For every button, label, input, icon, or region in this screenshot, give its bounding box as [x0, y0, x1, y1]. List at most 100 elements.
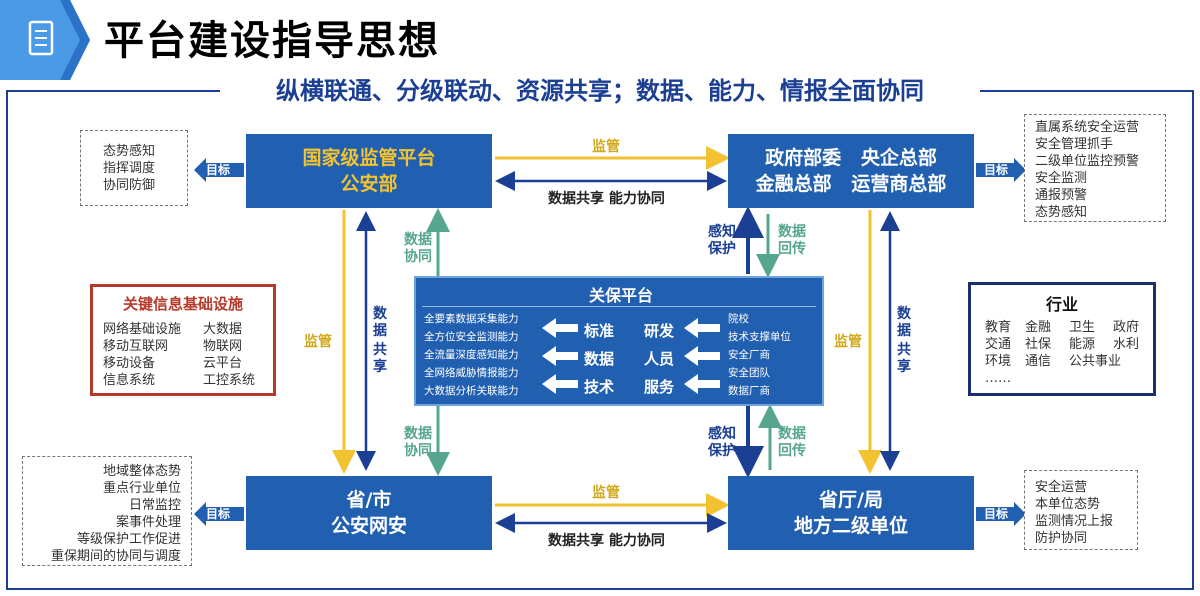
edge-sense-protect-bottom: 感知保护	[708, 426, 736, 459]
edge-sense-protect-top: 感知保护	[708, 224, 736, 257]
node-provincial-police-line1: 省/市	[346, 489, 392, 511]
goal-arrow-bottom-left: 目标	[194, 500, 244, 528]
goal-item: 重点行业单位	[102, 481, 181, 496]
industry-item: 交通	[985, 337, 1012, 352]
center-partners: 院校 技术支撑单位 安全厂商 安全团队 数据厂商	[728, 310, 791, 400]
edge-data-return-top: 数据回传	[778, 224, 806, 257]
middle-right-0: 研发	[644, 322, 675, 340]
edge-data-share-right: 数据 共享	[897, 306, 911, 375]
middle-left-0: 标准	[584, 322, 615, 340]
goal-item: 安全运营	[1035, 480, 1088, 495]
industry-item: 水利	[1113, 337, 1140, 352]
industry-more: ……	[985, 371, 1011, 386]
key-infra-item: 云平台	[203, 356, 243, 371]
goal-item: 态势感知	[103, 144, 156, 159]
middle-left-2: 技术	[584, 378, 615, 396]
node-provincial-dept: 省厅/局 地方二级单位	[728, 476, 974, 550]
edge-data-collab-top: 数据协同	[404, 232, 432, 265]
edge-supervise-top: 监管	[592, 139, 620, 155]
industry-item: 卫生	[1069, 320, 1096, 335]
key-infra-item: 移动互联网	[103, 339, 169, 354]
goal-item: 指挥调度	[103, 161, 156, 176]
node-national-line1: 国家级监管平台	[302, 147, 436, 169]
industry-item: 通信	[1025, 354, 1052, 369]
goal-label: 目标	[206, 507, 231, 521]
goal-box-top-left: 态势感知 指挥调度 协同防御	[80, 130, 188, 206]
middle-left-1: 数据	[584, 350, 615, 368]
edge-supervise-bottom: 监管	[592, 485, 620, 501]
industry-grid: 教育金融 卫生 政府 交通社保 能源 水利 环境通信 公共事业 ……	[985, 319, 1139, 387]
ability-item: 全方位安全监测能力	[424, 331, 519, 343]
key-infra-item: 物联网	[203, 339, 243, 354]
goal-item: 本单位态势	[1035, 497, 1101, 512]
node-ministry-line2: 金融总部 运营商总部	[755, 173, 947, 195]
industry-row: 交通社保 能源 水利	[985, 336, 1139, 353]
industry-item: 政府	[1113, 320, 1140, 335]
industry-item: 能源	[1069, 337, 1096, 352]
industry-item: 社保	[1025, 337, 1052, 352]
goal-box-bottom-left: 地域整体态势 重点行业单位 日常监控 案事件处理 等级保护工作促进 重保期间的协…	[22, 456, 192, 566]
goal-item: 通报预警	[1035, 188, 1088, 203]
partner-item: 安全厂商	[728, 349, 770, 361]
industry-item: 金融	[1025, 320, 1052, 335]
goal-label: 目标	[984, 507, 1009, 521]
goal-arrow-top-right: 目标	[976, 156, 1026, 184]
goal-arrow-bottom-right: 目标	[976, 500, 1026, 528]
goal-arrow-top-left: 目标	[194, 156, 244, 184]
edge-data-return-bottom: 数据回传	[778, 426, 806, 459]
right-left-arrows-icon	[684, 318, 720, 394]
header-icon	[0, 0, 90, 80]
goal-item: 等级保护工作促进	[76, 532, 181, 547]
industry-title: 行业	[1045, 295, 1078, 314]
node-provincial-dept-line1: 省厅/局	[819, 489, 883, 511]
industry-item: 公共事业	[1069, 354, 1122, 369]
ability-item: 大数据分析关联能力	[424, 385, 519, 397]
key-infra-title: 关键信息基础设施	[122, 295, 243, 313]
edge-supervise-left: 监管	[304, 334, 332, 350]
key-infra-col2: 大数据 物联网 云平台 工控系统	[203, 321, 255, 389]
partner-item: 院校	[728, 313, 749, 325]
goal-item: 直属系统安全运营	[1035, 120, 1140, 135]
center-title-divider	[422, 306, 816, 307]
center-platform: 关保平台 全要素数据采集能力 全方位安全监测能力 全流量深度感知能力 全网络威胁…	[414, 276, 824, 406]
node-national-line2: 公安部	[340, 173, 398, 195]
node-ministry-line1: 政府部委 央企总部	[765, 147, 937, 169]
node-provincial-dept-line2: 地方二级单位	[793, 515, 908, 537]
industry-row: 环境通信 公共事业	[985, 353, 1139, 370]
ability-item: 全要素数据采集能力	[424, 313, 519, 325]
node-national-platform: 国家级监管平台 公安部	[246, 134, 492, 208]
center-platform-title: 关保平台	[588, 286, 653, 305]
industry-row: 教育金融 卫生 政府	[985, 319, 1139, 336]
key-infra-col1: 网络基础设施 移动互联网 移动设备 信息系统	[103, 321, 181, 389]
goal-label: 目标	[984, 163, 1009, 177]
goal-item: 二级单位监控预警	[1035, 154, 1140, 169]
middle-right-2: 服务	[644, 378, 675, 396]
node-provincial-police: 省/市 公安网安	[246, 476, 492, 550]
industry-item: 环境	[985, 354, 1012, 369]
node-provincial-police-line2: 公安网安	[330, 515, 407, 537]
industry-item: 教育	[985, 320, 1012, 335]
edge-data-share-top: 数据共享 能力协同	[548, 191, 665, 207]
goal-item: 地域整体态势	[102, 464, 181, 479]
partner-item: 技术支撑单位	[728, 331, 791, 343]
center-abilities: 全要素数据采集能力 全方位安全监测能力 全流量深度感知能力 全网络威胁情报能力 …	[424, 310, 519, 400]
goal-item: 协同防御	[103, 178, 156, 193]
goal-item: 重保期间的协同与调度	[50, 549, 181, 564]
key-infra-item: 工控系统	[203, 373, 256, 388]
edge-data-share-left: 数据 共享	[373, 306, 387, 375]
key-infra-item: 大数据	[203, 322, 243, 337]
edge-data-share-bottom: 数据共享 能力协同	[548, 533, 665, 549]
goal-item: 日常监控	[128, 498, 181, 513]
goal-item: 监测情况上报	[1035, 514, 1114, 529]
goal-item: 案事件处理	[115, 515, 181, 530]
edge-supervise-right: 监管	[834, 334, 862, 350]
key-infra-item: 信息系统	[103, 373, 156, 388]
key-infra-item: 移动设备	[103, 356, 156, 371]
goal-item: 防护协同	[1035, 531, 1088, 546]
page-title: 平台建设指导思想	[104, 18, 440, 64]
key-infra-box: 关键信息基础设施 网络基础设施 移动互联网 移动设备 信息系统 大数据 物联网 …	[90, 284, 276, 396]
partner-item: 数据厂商	[728, 385, 770, 397]
goal-box-bottom-right: 安全运营 本单位态势 监测情况上报 防护协同	[1024, 470, 1138, 550]
node-ministry: 政府部委 央企总部 金融总部 运营商总部	[728, 134, 974, 208]
